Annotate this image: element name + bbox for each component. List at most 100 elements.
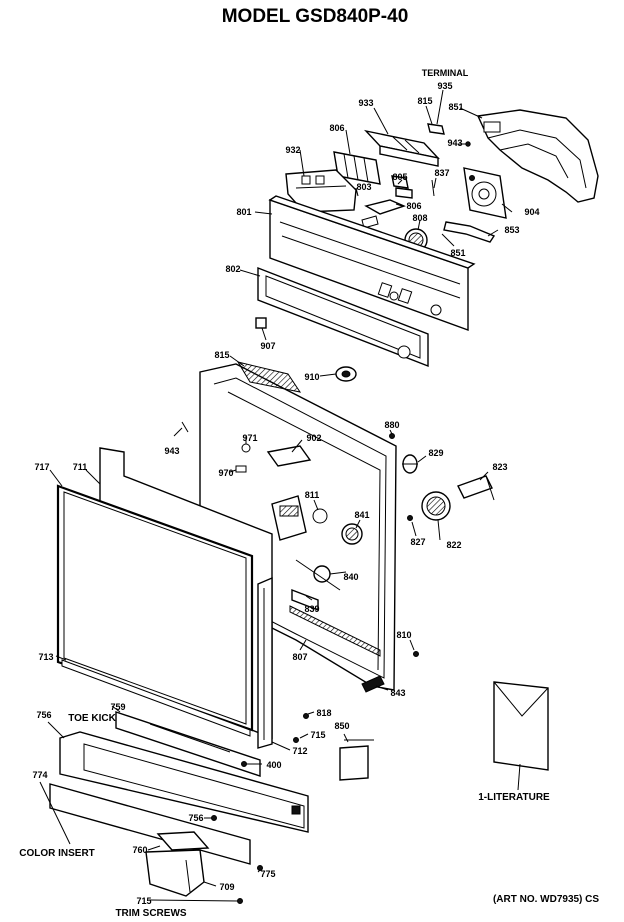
bracket-709 (145, 849, 205, 897)
callout-775: 775 (260, 869, 275, 879)
callout-805: 805 (392, 172, 407, 182)
callout-850: 850 (334, 721, 349, 731)
callout-711: 711 (73, 462, 88, 472)
gear-822 (421, 491, 451, 521)
label-literature: 1-LITERATURE (478, 792, 550, 803)
callout-970: 970 (218, 468, 233, 478)
screw-837 (431, 179, 435, 197)
callout-907: 907 (260, 341, 275, 351)
console-panel-801 (268, 195, 476, 331)
bracket-850 (339, 739, 374, 781)
callout-811: 811 (305, 490, 320, 500)
switch-housing-851 (476, 109, 599, 203)
callout-853: 853 (504, 225, 519, 235)
callout-823: 823 (492, 462, 507, 472)
hinge-bar-807 (289, 605, 381, 657)
callout-717: 717 (34, 462, 49, 472)
knob-910 (335, 366, 357, 382)
cup-811 (312, 508, 328, 524)
base-panel-756 (59, 731, 309, 833)
callout-756-b: 756 (188, 813, 203, 823)
part-803 (361, 199, 406, 229)
leader-lines (39, 89, 521, 902)
callout-827: 827 (410, 537, 425, 547)
switch-bank-806 (333, 151, 381, 185)
callout-760: 760 (132, 845, 147, 855)
callout-971: 971 (242, 433, 257, 443)
panel-802 (257, 266, 429, 368)
callout-935: 935 (437, 81, 452, 91)
side-rail-712 (257, 576, 273, 749)
callout-715-b: 715 (136, 896, 151, 906)
part-970 (235, 465, 247, 473)
diagram-title: MODEL GSD840P-40 (222, 6, 409, 27)
screw-943 (181, 421, 189, 433)
callout-774: 774 (32, 770, 47, 780)
callout-803: 803 (356, 182, 371, 192)
screw-715-trim (237, 898, 243, 904)
clip-907 (255, 317, 267, 329)
label-trim-screws: TRIM SCREWS (115, 908, 186, 919)
callout-713: 713 (38, 652, 53, 662)
screw-810 (413, 651, 419, 657)
callout-400: 400 (266, 760, 281, 770)
terminal-block-933 (363, 129, 441, 167)
callout-839: 839 (304, 604, 319, 614)
art-number: (ART NO. WD7935) CS (493, 894, 599, 905)
gear-841 (341, 523, 363, 545)
literature-envelope (493, 681, 549, 771)
callout-756-a: 756 (36, 710, 51, 720)
callout-840: 840 (343, 572, 358, 582)
callout-808: 808 (412, 213, 427, 223)
callout-815-b: 815 (214, 350, 229, 360)
callout-759: 759 (110, 702, 125, 712)
timer-904 (463, 167, 507, 219)
part-823 (457, 475, 495, 501)
callout-815-top: 815 (417, 96, 432, 106)
callout-712: 712 (292, 746, 307, 756)
callout-806-top: 806 (329, 123, 344, 133)
callout-904: 904 (524, 207, 539, 217)
callout-715-a: 715 (310, 730, 325, 740)
callout-933: 933 (358, 98, 373, 108)
callout-829: 829 (428, 448, 443, 458)
callout-851-top: 851 (448, 102, 463, 112)
bracket-932 (285, 169, 357, 213)
callout-822: 822 (446, 540, 461, 550)
callout-709: 709 (219, 882, 234, 892)
actuator-840 (295, 559, 341, 591)
callout-843: 843 (390, 688, 405, 698)
screw-880 (389, 433, 395, 439)
label-toe-kick: TOE KICK (68, 713, 116, 724)
callout-810: 810 (396, 630, 411, 640)
callout-902: 902 (306, 433, 321, 443)
part-843 (361, 675, 385, 693)
callout-932: 932 (285, 145, 300, 155)
part-853 (443, 221, 496, 243)
callout-910: 910 (304, 372, 319, 382)
callout-802: 802 (225, 264, 240, 274)
part-971 (241, 443, 251, 453)
callout-818: 818 (316, 708, 331, 718)
vent-815 (236, 361, 302, 393)
part-839 (291, 588, 319, 612)
callout-880: 880 (384, 420, 399, 430)
callout-807: 807 (292, 652, 307, 662)
screw-827 (407, 515, 413, 521)
door-panel-717 (56, 484, 254, 732)
screw-715 (293, 737, 299, 743)
toe-kick-759 (115, 711, 261, 777)
callout-943-top: 943 (447, 138, 462, 148)
screw-943-top (465, 141, 471, 147)
bracket-760 (156, 831, 210, 851)
terminal-815 (427, 123, 445, 135)
callout-841: 841 (354, 510, 369, 520)
callout-801: 801 (236, 207, 251, 217)
callout-851-b: 851 (450, 248, 465, 258)
bracket-902 (266, 445, 312, 467)
callout-837: 837 (434, 168, 449, 178)
part-829 (402, 454, 418, 474)
dispenser-811 (271, 495, 307, 541)
label-color-insert: COLOR INSERT (19, 848, 95, 859)
